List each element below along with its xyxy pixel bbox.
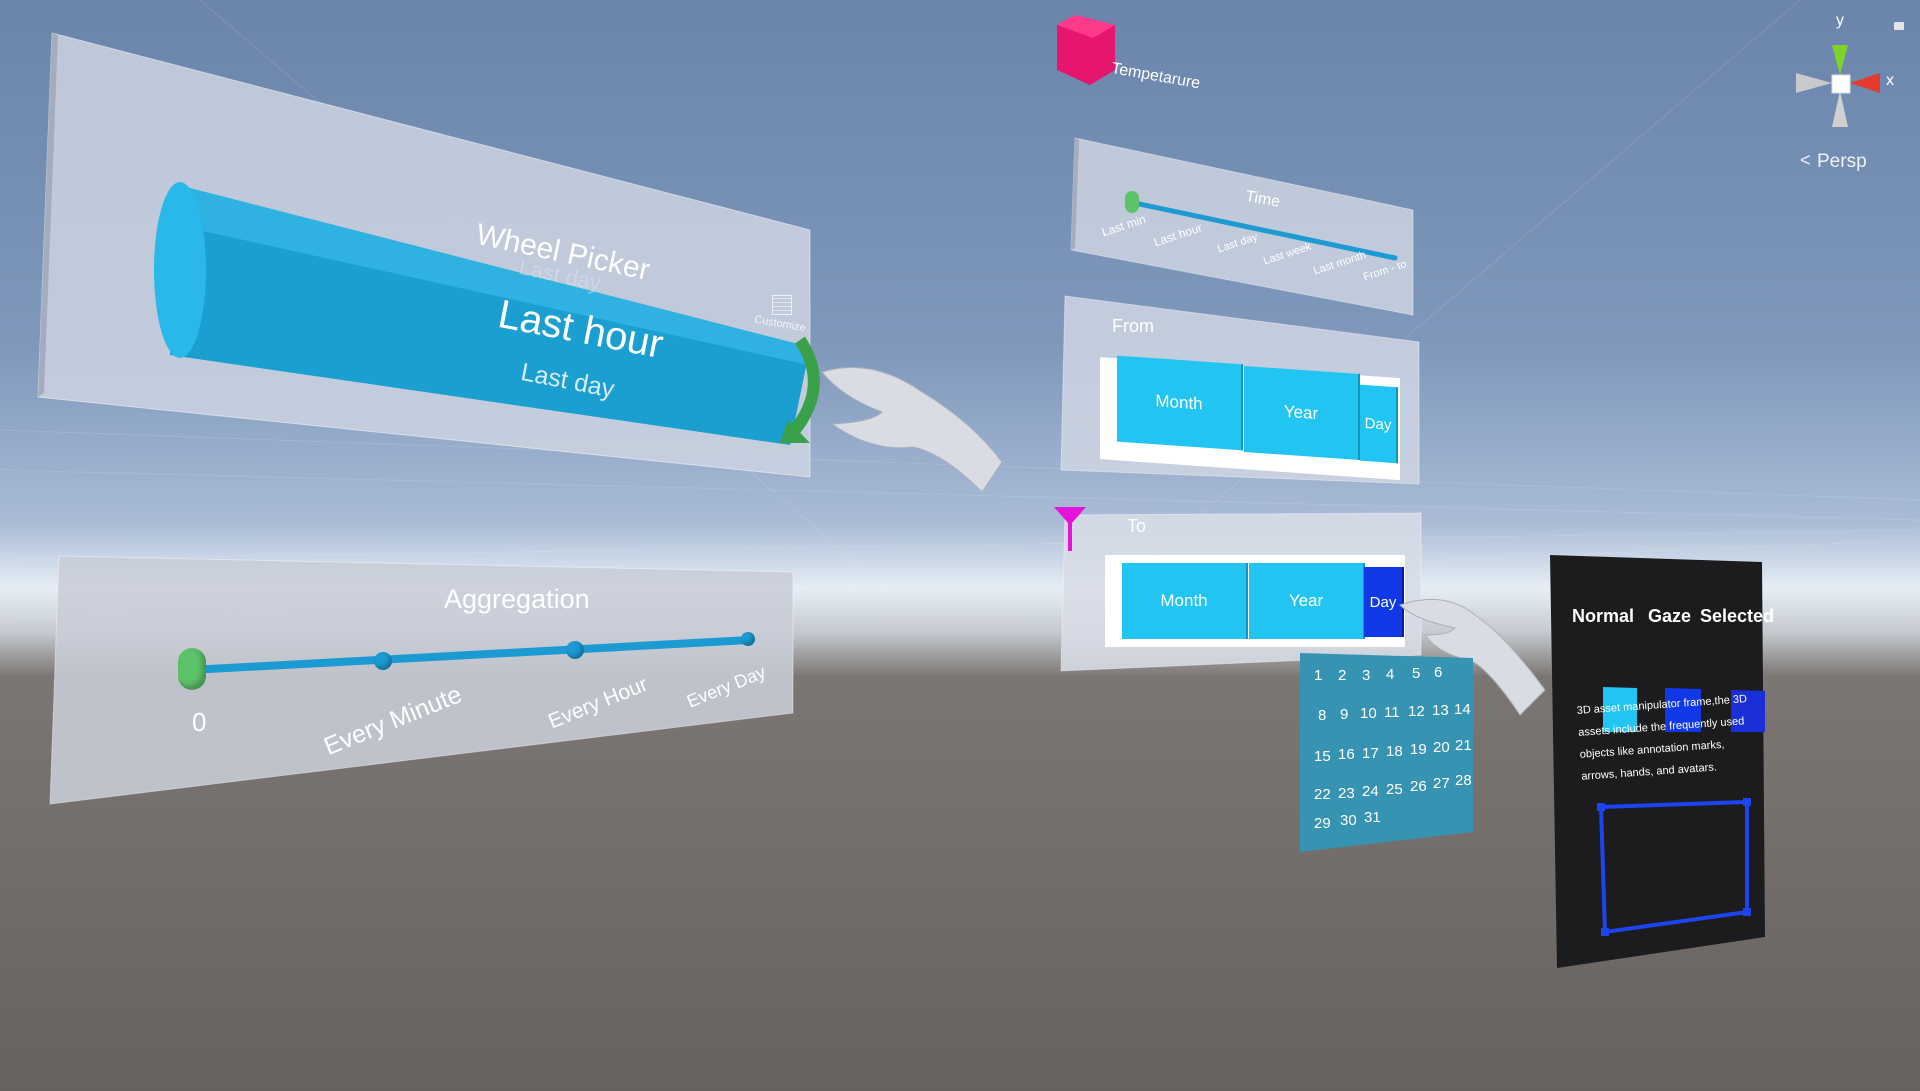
calendar-day[interactable]: 15	[1314, 748, 1331, 765]
calendar-day[interactable]: 31	[1364, 809, 1381, 826]
calendar-day[interactable]: 11	[1384, 704, 1400, 721]
calendar-day[interactable]: 2	[1338, 667, 1347, 684]
calendar-day[interactable]: 14	[1454, 701, 1471, 718]
from-month-button[interactable]: Month	[1117, 355, 1243, 451]
hand-cursor-left	[821, 367, 1003, 493]
to-day-button[interactable]: Day	[1364, 567, 1404, 637]
to-month-button[interactable]: Month	[1122, 563, 1248, 639]
wheel-picker-panel	[37, 32, 820, 478]
scene-orientation-gizmo[interactable]	[1790, 15, 1900, 135]
calendar-icon[interactable]	[772, 295, 792, 315]
calendar-day[interactable]: 4	[1386, 666, 1395, 683]
view-mode-label[interactable]: Persp	[1817, 151, 1867, 172]
calendar-day[interactable]: 28	[1455, 772, 1472, 789]
calendar-panel	[1300, 653, 1473, 852]
from-day-button[interactable]: Day	[1360, 384, 1398, 464]
calendar-day[interactable]: 10	[1360, 705, 1377, 722]
calendar-day[interactable]: 26	[1410, 778, 1427, 795]
state-header-gaze: Gaze	[1648, 606, 1692, 626]
calendar-day[interactable]: 13	[1432, 702, 1449, 719]
to-title: To	[1127, 516, 1147, 536]
calendar-day[interactable]: 30	[1340, 812, 1357, 829]
calendar-day[interactable]: 8	[1318, 707, 1327, 724]
calendar-day[interactable]: 21	[1455, 737, 1472, 754]
aggregation-title: Aggregation	[444, 584, 590, 614]
from-title: From	[1112, 316, 1154, 336]
aggregation-stop-hour[interactable]	[566, 641, 584, 659]
temperature-cube[interactable]	[1055, 10, 1125, 90]
gizmo-x-label: x	[1886, 72, 1894, 89]
calendar-day[interactable]: 12	[1408, 703, 1425, 720]
calendar-day[interactable]: 23	[1338, 785, 1355, 802]
calendar-day[interactable]: 29	[1314, 815, 1331, 832]
time-slider-knob[interactable]	[1125, 191, 1139, 213]
time-panel	[1070, 137, 1414, 316]
calendar-day[interactable]: 1	[1314, 667, 1323, 684]
calendar-day[interactable]: 19	[1410, 741, 1427, 758]
filter-icon[interactable]	[1052, 505, 1088, 555]
calendar-day[interactable]: 24	[1362, 783, 1379, 800]
to-year-button[interactable]: Year	[1249, 563, 1365, 639]
aggregation-panel	[49, 555, 794, 805]
state-header-selected: Selected	[1700, 606, 1775, 626]
calendar-day[interactable]: 5	[1412, 665, 1421, 682]
state-header-normal: Normal	[1572, 606, 1635, 626]
calendar-day[interactable]: 6	[1434, 664, 1443, 681]
calendar-day[interactable]: 3	[1362, 667, 1371, 684]
calendar-day[interactable]: 20	[1433, 739, 1450, 756]
calendar-day[interactable]: 9	[1340, 706, 1349, 723]
aggregation-stop-day[interactable]	[741, 632, 755, 646]
calendar-day[interactable]: 18	[1386, 743, 1403, 760]
aggregation-stop-label-0: 0	[192, 707, 207, 737]
from-year-button[interactable]: Year	[1244, 365, 1360, 461]
lock-icon[interactable]	[1894, 22, 1904, 30]
aggregation-stop-minute[interactable]	[374, 652, 392, 670]
states-description: 3D asset manipulator frame,the 3D assets…	[1576, 693, 1748, 783]
calendar-day[interactable]: 25	[1386, 781, 1403, 798]
states-card	[1550, 555, 1765, 968]
hand-cursor-right	[1399, 598, 1545, 716]
calendar-day[interactable]: 16	[1338, 746, 1355, 763]
calendar-day[interactable]: 17	[1362, 745, 1379, 762]
gizmo-y-label: y	[1836, 12, 1844, 29]
view-mode-chevron-icon[interactable]: <	[1800, 150, 1811, 170]
aggregation-slider-knob[interactable]	[178, 648, 206, 690]
calendar-day[interactable]: 27	[1433, 775, 1450, 792]
calendar-day[interactable]: 22	[1314, 786, 1331, 803]
